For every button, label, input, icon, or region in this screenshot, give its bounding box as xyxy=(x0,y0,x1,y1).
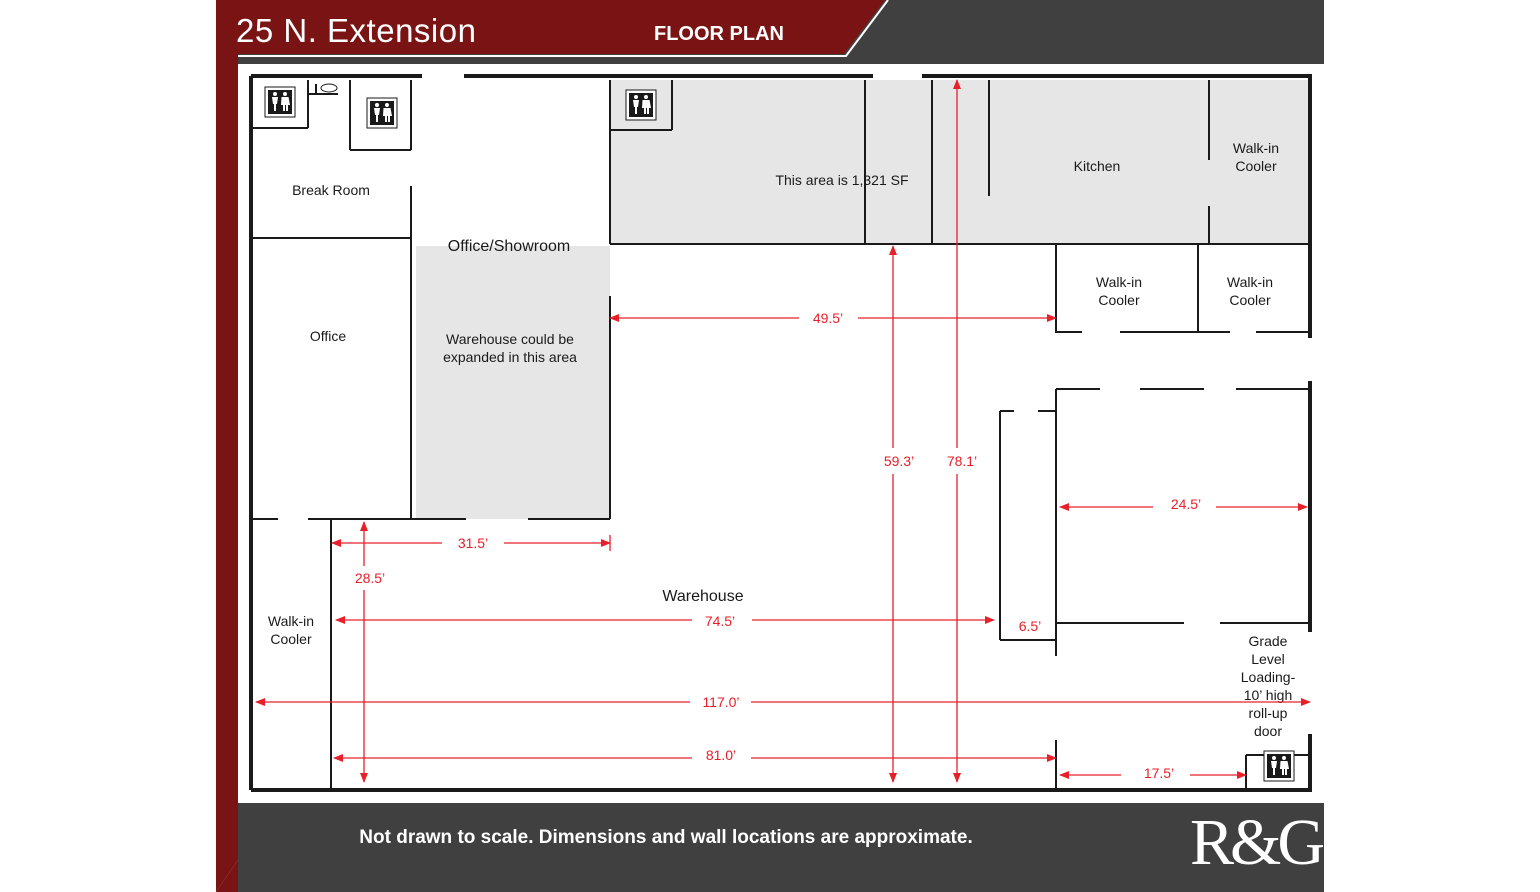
kitchen-label: Kitchen xyxy=(1074,158,1121,174)
dimension-label-81-0: 81.0’ xyxy=(706,747,736,763)
loading-note-line6: door xyxy=(1254,723,1282,739)
walkin-cooler-1-line2: Cooler xyxy=(1235,158,1277,174)
expansion-note-line1: Warehouse could be xyxy=(446,331,574,347)
restroom-icon xyxy=(1263,750,1295,782)
walkin-cooler-2-line1: Walk-in xyxy=(1096,274,1142,290)
dimension-label-59-3: 59.3’ xyxy=(884,453,914,469)
walkin-cooler-2-line2: Cooler xyxy=(1098,292,1140,308)
dimension-label-24-5: 24.5’ xyxy=(1171,496,1201,512)
office-showroom-label: Office/Showroom xyxy=(448,238,570,255)
restroom-icon xyxy=(264,86,296,118)
dimension-label-17-5: 17.5’ xyxy=(1144,765,1174,781)
dimension-label-31-5: 31.5’ xyxy=(458,535,488,551)
dimension-label-6-5: 6.5’ xyxy=(1019,618,1042,634)
walkin-cooler-1-line1: Walk-in xyxy=(1233,140,1279,156)
warehouse-label: Warehouse xyxy=(662,588,743,605)
walkin-cooler-3-line2: Cooler xyxy=(1229,292,1271,308)
loading-note-line4: 10’ high xyxy=(1244,687,1293,703)
loading-note-line2: Level xyxy=(1251,651,1284,667)
sink-icon xyxy=(320,83,338,93)
walkin-cooler-4-line1: Walk-in xyxy=(268,613,314,629)
dimension-label-49-5: 49.5’ xyxy=(813,310,843,326)
shaded-areas xyxy=(416,80,1309,519)
dimension-label-28-5: 28.5’ xyxy=(355,570,385,586)
walkin-cooler-4-line2: Cooler xyxy=(270,631,312,647)
break-room-label: Break Room xyxy=(292,182,370,198)
floor-plan: Break Room Office Office/Showroom Wareho… xyxy=(249,74,1312,792)
disclaimer-note: Not drawn to scale. Dimensions and wall … xyxy=(359,827,973,848)
restroom-icon xyxy=(625,89,657,121)
area-note-label: This area is 1,321 SF xyxy=(775,172,908,188)
restroom-icon xyxy=(366,97,398,129)
expansion-note-line2: expanded in this area xyxy=(443,349,577,365)
exterior-walls xyxy=(249,74,1312,792)
loading-note-line1: Grade xyxy=(1249,633,1288,649)
walkin-cooler-3-line1: Walk-in xyxy=(1227,274,1273,290)
dimension-label-74-5: 74.5’ xyxy=(705,613,735,629)
dimension-label-78-1: 78.1’ xyxy=(947,453,977,469)
company-logo: R&G xyxy=(1190,806,1325,879)
loading-note-line5: roll-up xyxy=(1249,705,1288,721)
interior-walls xyxy=(253,80,1312,790)
page-title: 25 N. Extension xyxy=(236,12,477,49)
page-subtitle: FLOOR PLAN xyxy=(654,23,784,45)
office-label: Office xyxy=(310,328,347,344)
floor-plan-page: 25 N. Extension FLOOR PLAN xyxy=(216,0,1325,892)
frame-graphics xyxy=(216,0,1324,892)
loading-note-line3: Loading- xyxy=(1241,669,1296,685)
dimension-label-117-0: 117.0’ xyxy=(702,694,739,710)
